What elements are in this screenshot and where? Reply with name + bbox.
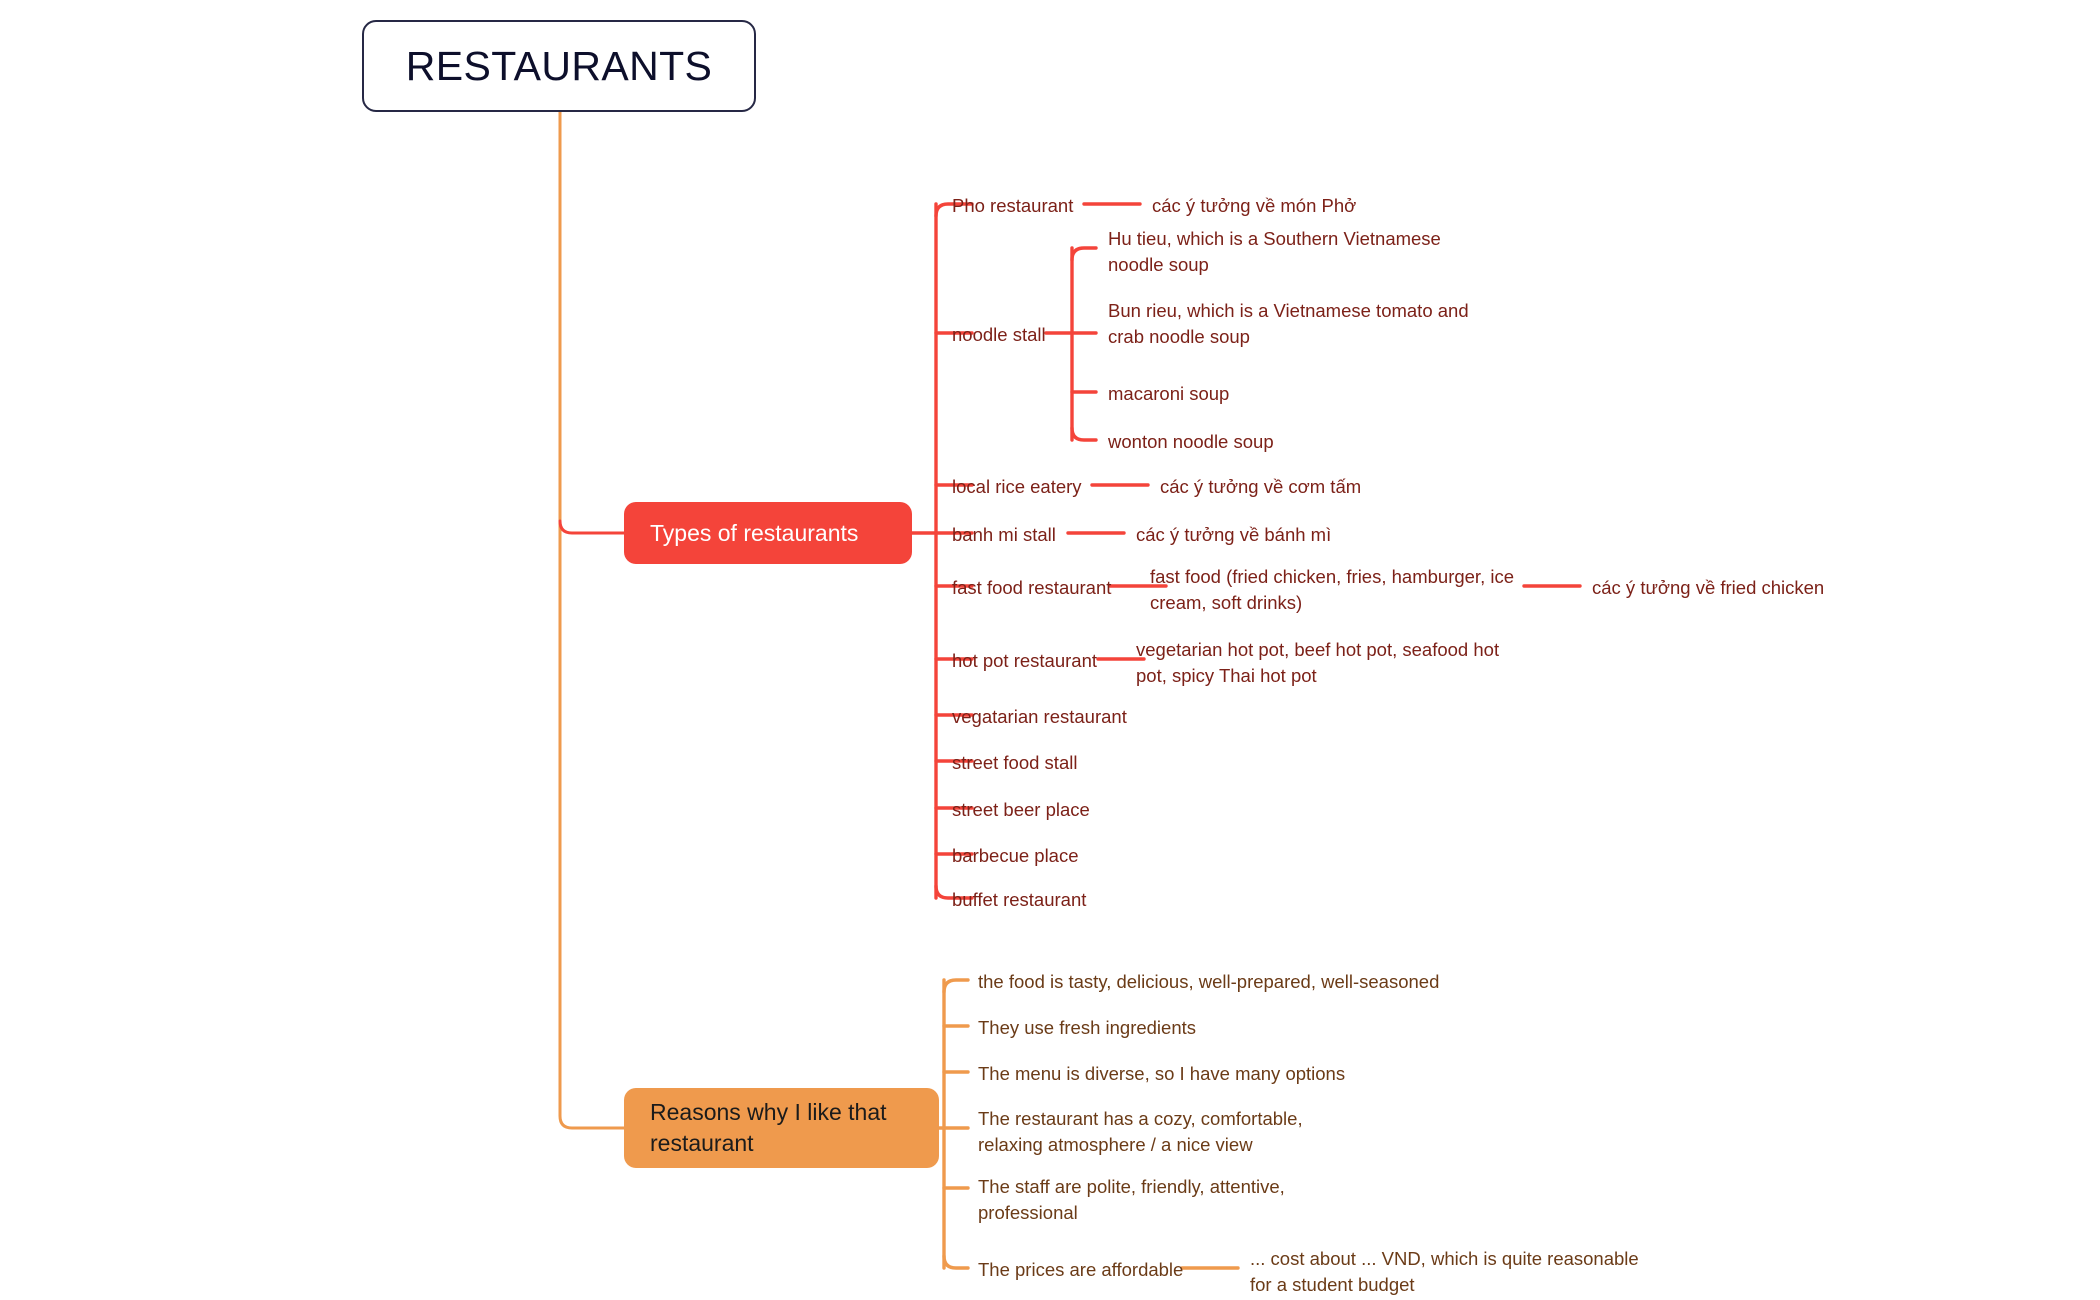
leaf-street-food-stall[interactable]: street food stall [952, 752, 1078, 773]
leaf-pho-restaurant-detail[interactable]: các ý tưởng về món Phở [1152, 195, 1357, 216]
branch-node-reasons-label: Reasons why I like that restaurant [650, 1099, 887, 1156]
trunk-to-types-connector [558, 519, 626, 535]
leaf-pho-restaurant[interactable]: Pho restaurant [952, 195, 1074, 216]
root-node-label: RESTAURANTS [405, 42, 713, 89]
leaf-macaroni-soup[interactable]: macaroni soup [1108, 383, 1230, 404]
leaf-hot-pot-restaurant[interactable]: hot pot restaurant [952, 650, 1098, 671]
leaf-reason-prices[interactable]: The prices are affordable [978, 1259, 1184, 1280]
leaf-noodle-stall[interactable]: noodle stall [952, 324, 1046, 345]
leaf-reason-fresh-ingredients[interactable]: They use fresh ingredients [978, 1017, 1197, 1038]
branch-node-types-label: Types of restaurants [650, 519, 859, 546]
root-trunk-orange [558, 110, 626, 1130]
leaf-vegatarian-restaurant[interactable]: vegatarian restaurant [952, 706, 1127, 727]
leaf-hu-tieu[interactable]: Hu tieu, which is a Southern Vietnamese … [1108, 228, 1441, 276]
noodle-stall-spine [1044, 246, 1098, 442]
leaf-fast-food-detail[interactable]: fast food (fried chicken, fries, hamburg… [1150, 566, 1515, 614]
branch-node-reasons-why-i-like-that-restaurant[interactable]: Reasons why I like that restaurant [624, 1088, 939, 1168]
leaf-banh-mi-detail[interactable]: các ý tưởng về bánh mì [1136, 524, 1332, 545]
leaf-local-rice-eatery[interactable]: local rice eatery [952, 476, 1082, 497]
leaf-street-beer-place[interactable]: street beer place [952, 799, 1090, 820]
leaf-bun-rieu[interactable]: Bun rieu, which is a Vietnamese tomato a… [1108, 300, 1469, 348]
leaf-com-tam-detail[interactable]: các ý tưởng về cơm tấm [1160, 476, 1362, 497]
reasons-spine [937, 978, 970, 1270]
leaf-reason-prices-detail[interactable]: ... cost about ... VND, which is quite r… [1250, 1248, 1639, 1296]
leaf-fast-food-restaurant[interactable]: fast food restaurant [952, 577, 1112, 598]
branch-node-types-of-restaurants[interactable]: Types of restaurants [624, 502, 912, 564]
leaf-reason-staff[interactable]: The staff are polite, friendly, attentiv… [978, 1176, 1285, 1224]
leaf-buffet-restaurant[interactable]: buffet restaurant [952, 889, 1087, 910]
types-spine [910, 202, 974, 900]
leaf-wonton-noodle-soup[interactable]: wonton noodle soup [1108, 431, 1274, 452]
leaf-fried-chicken-detail[interactable]: các ý tưởng về fried chicken [1592, 577, 1825, 598]
leaf-reason-diverse-menu[interactable]: The menu is diverse, so I have many opti… [978, 1063, 1346, 1084]
leaf-hot-pot-detail[interactable]: vegetarian hot pot, beef hot pot, seafoo… [1136, 639, 1500, 687]
root-node[interactable]: RESTAURANTS [362, 20, 756, 112]
leaf-reason-tasty[interactable]: the food is tasty, delicious, well-prepa… [978, 971, 1440, 992]
leaf-banh-mi-stall[interactable]: banh mi stall [952, 524, 1056, 545]
leaf-barbecue-place[interactable]: barbecue place [952, 845, 1079, 866]
leaf-reason-atmosphere[interactable]: The restaurant has a cozy, comfortable, … [978, 1108, 1303, 1156]
